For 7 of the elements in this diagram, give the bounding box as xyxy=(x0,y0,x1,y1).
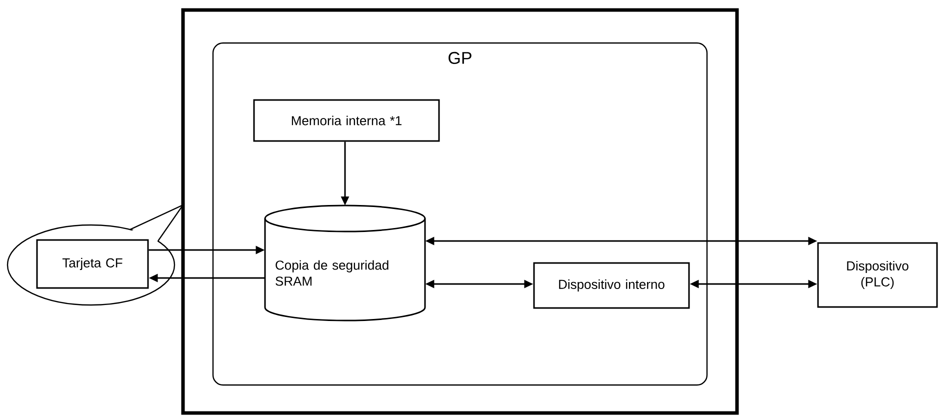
device-frame xyxy=(181,8,739,415)
device-box: Dispositivo interno xyxy=(533,262,690,309)
speech-bubble xyxy=(6,204,185,306)
card-box: Tarjeta CF xyxy=(36,239,149,289)
device-box: Dispositivo (PLC) xyxy=(817,242,938,308)
memory-box: Memoria interna *1 xyxy=(253,99,440,142)
storage-cylinder: Copia de seguridad SRAM xyxy=(264,204,426,322)
